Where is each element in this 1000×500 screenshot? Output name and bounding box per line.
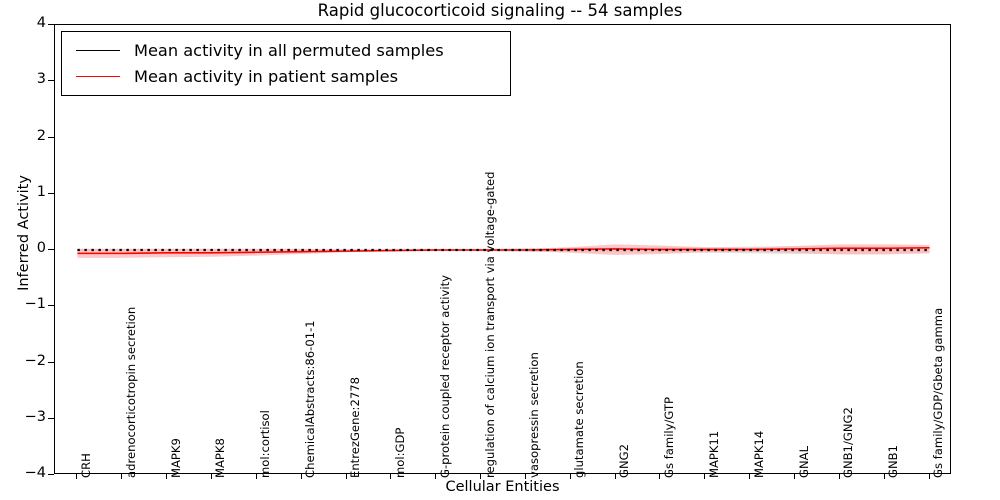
x-axis-tick-label: Gs family/GTP — [661, 396, 676, 478]
y-axis-label: Inferred Activity — [16, 175, 32, 291]
x-axis-tick-label: GNAL — [796, 445, 811, 478]
plot-canvas — [77, 244, 930, 258]
chart-title: Rapid glucocorticoid signaling -- 54 sam… — [317, 1, 683, 20]
x-axis-tick-mark — [569, 474, 571, 479]
legend-label: Mean activity in patient samples — [134, 66, 399, 86]
x-axis-tick-mark — [121, 474, 123, 479]
x-axis-tick-label: glutamate secretion — [572, 361, 587, 478]
x-axis-tick-mark — [76, 474, 78, 479]
y-axis-tick-label: 2 — [36, 127, 46, 144]
y-axis-tick-label: 4 — [36, 15, 46, 31]
x-axis-tick-label: CRH — [78, 453, 93, 478]
plot-area — [54, 24, 951, 474]
x-axis-tick-label: MAPK9 — [168, 438, 183, 478]
y-axis-tick-mark — [48, 24, 54, 25]
y-axis-tick-mark — [48, 417, 54, 419]
y-axis-tick-mark — [48, 249, 54, 250]
x-axis-tick-mark — [345, 474, 347, 479]
x-axis-tick-label: adrenocorticotropin secretion — [123, 306, 138, 478]
x-axis-tick-label: ChemicalAbstracts:86-01-1 — [303, 320, 318, 478]
x-axis-label: Cellular Entities — [445, 479, 560, 495]
x-axis-tick-label: MAPK11 — [706, 430, 721, 478]
x-axis-tick-mark — [749, 474, 751, 479]
x-axis-tick-mark — [704, 474, 706, 479]
legend-swatch-line — [76, 75, 120, 77]
x-axis-tick-mark — [659, 474, 661, 479]
y-axis-tick-label: −4 — [24, 465, 46, 481]
y-axis-tick-mark — [48, 80, 54, 82]
x-axis-tick-mark — [390, 474, 392, 479]
legend-entry[interactable]: Mean activity in all permuted samples — [70, 37, 502, 63]
x-axis-tick-label: regulation of calcium ion transport via … — [482, 171, 497, 478]
y-axis-tick-mark — [48, 136, 54, 138]
x-axis-tick-mark — [255, 474, 257, 479]
x-axis-tick-label: Gs family/GDP/Gbeta gamma — [931, 307, 946, 478]
y-axis-tick-label: 1 — [36, 183, 46, 200]
x-axis-tick-mark — [838, 474, 840, 479]
x-axis-tick-mark — [210, 474, 212, 479]
y-axis-tick-mark — [48, 474, 54, 475]
y-axis-tick-label: 0 — [36, 240, 46, 256]
x-axis-tick-mark — [435, 474, 437, 479]
x-axis-tick-mark — [614, 474, 616, 479]
x-axis-tick-label: GNB1/GNG2 — [841, 407, 856, 478]
y-axis-tick-mark — [48, 305, 54, 307]
y-axis-tick-label: 3 — [36, 71, 46, 88]
x-axis-tick-mark — [480, 474, 482, 479]
y-axis-tick-mark — [48, 192, 54, 194]
confidence-bands — [77, 244, 930, 258]
x-axis-tick-mark — [166, 474, 168, 479]
x-axis-tick-label: mol:cortisol — [258, 410, 273, 478]
legend-entry[interactable]: Mean activity in patient samples — [70, 63, 502, 89]
x-axis-tick-mark — [928, 474, 930, 479]
y-axis-tick-label: −3 — [24, 408, 46, 425]
x-axis-tick-mark — [883, 474, 885, 479]
y-axis-tick-label: −1 — [24, 296, 46, 313]
x-axis-tick-label: MAPK14 — [751, 430, 766, 478]
y-axis-tick-mark — [48, 361, 54, 363]
x-axis-tick-label: mol:GDP — [392, 427, 407, 478]
patient-line — [77, 246, 930, 255]
x-axis-tick-label: EntrezGene:2778 — [348, 377, 363, 478]
x-axis-tick-label: G-protein coupled receptor activity — [437, 275, 452, 478]
patient-confidence-band — [77, 244, 930, 258]
x-axis-tick-mark — [524, 474, 526, 479]
legend-swatch-line — [76, 49, 120, 51]
x-axis-tick-mark — [794, 474, 796, 479]
x-axis-tick-label: vasopressin secretion — [527, 352, 542, 478]
x-axis-tick-label: GNB1 — [886, 445, 901, 478]
x-axis-tick-mark — [300, 474, 302, 479]
x-axis-tick-label: GNG2 — [617, 443, 632, 478]
legend-label: Mean activity in all permuted samples — [134, 40, 444, 60]
x-axis-tick-label: MAPK8 — [213, 438, 228, 478]
y-axis-tick-label: −2 — [24, 352, 46, 369]
series-lines — [77, 246, 930, 255]
